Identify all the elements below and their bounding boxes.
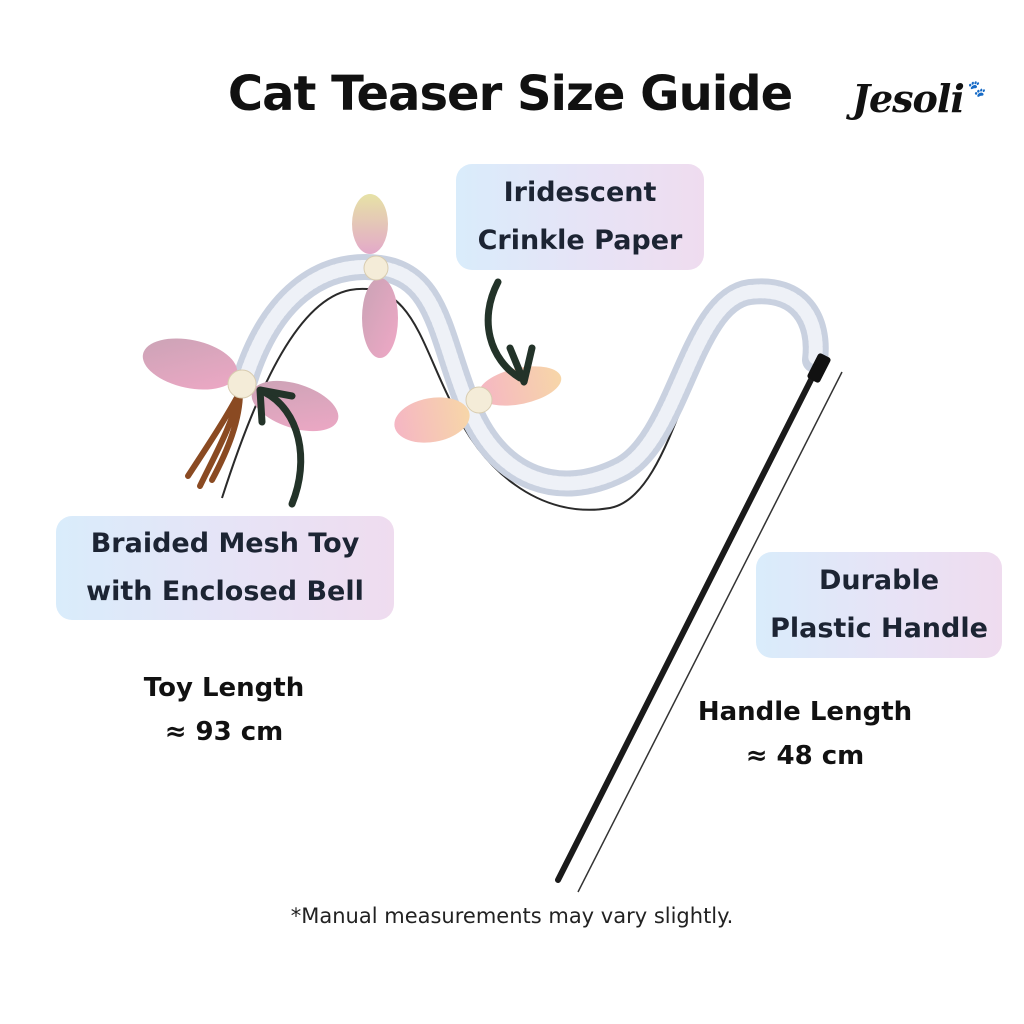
measurement-label: Handle Length [697,697,913,727]
callout-crinkle-paper: Iridescent Crinkle Paper [456,164,704,270]
bead [363,255,389,281]
callout-line: Braided Mesh Toy [90,528,360,559]
curved-arrow-icon [484,278,524,382]
bell-bead [227,369,257,399]
measurement-value: ≈ 93 cm [164,717,284,747]
paw-icon: 🐾 [965,79,986,98]
handle-guide-line [577,371,843,893]
page-title: Cat Teaser Size Guide [227,66,793,122]
feather [185,389,243,489]
callout-line: Durable [818,565,940,596]
wing [142,338,238,390]
brand-name: Jesoli [852,76,965,121]
handle-length-measurement: Handle Length ≈ 48 cm [690,690,920,778]
callout-line: with Enclosed Bell [86,576,364,607]
curved-arrow-head [256,386,296,426]
butterfly-middle [394,366,562,443]
toy-length-measurement: Toy Length ≈ 93 cm [112,666,336,754]
callout-line: Crinkle Paper [477,225,683,256]
callout-line: Iridescent [503,177,657,208]
wing [362,278,398,358]
bead [465,386,493,414]
handle-cap [807,353,831,383]
wing [352,194,388,254]
callout-plastic-handle: Durable Plastic Handle [756,552,1002,658]
measurement-value: ≈ 48 cm [745,741,865,771]
handle-rod [555,359,823,883]
disclaimer-footnote: *Manual measurements may vary slightly. [290,904,734,928]
wing [394,397,470,443]
curved-arrow-head [506,344,536,386]
brand-logo: Jesoli🐾 [852,76,986,121]
callout-line: Plastic Handle [770,613,988,644]
wing [478,366,562,406]
curved-arrow-icon [260,388,305,508]
braided-mesh-tube-highlight [238,260,823,491]
butterfly-top [352,194,398,358]
callout-braided-mesh: Braided Mesh Toy with Enclosed Bell [56,516,394,620]
measurement-label: Toy Length [143,673,305,703]
